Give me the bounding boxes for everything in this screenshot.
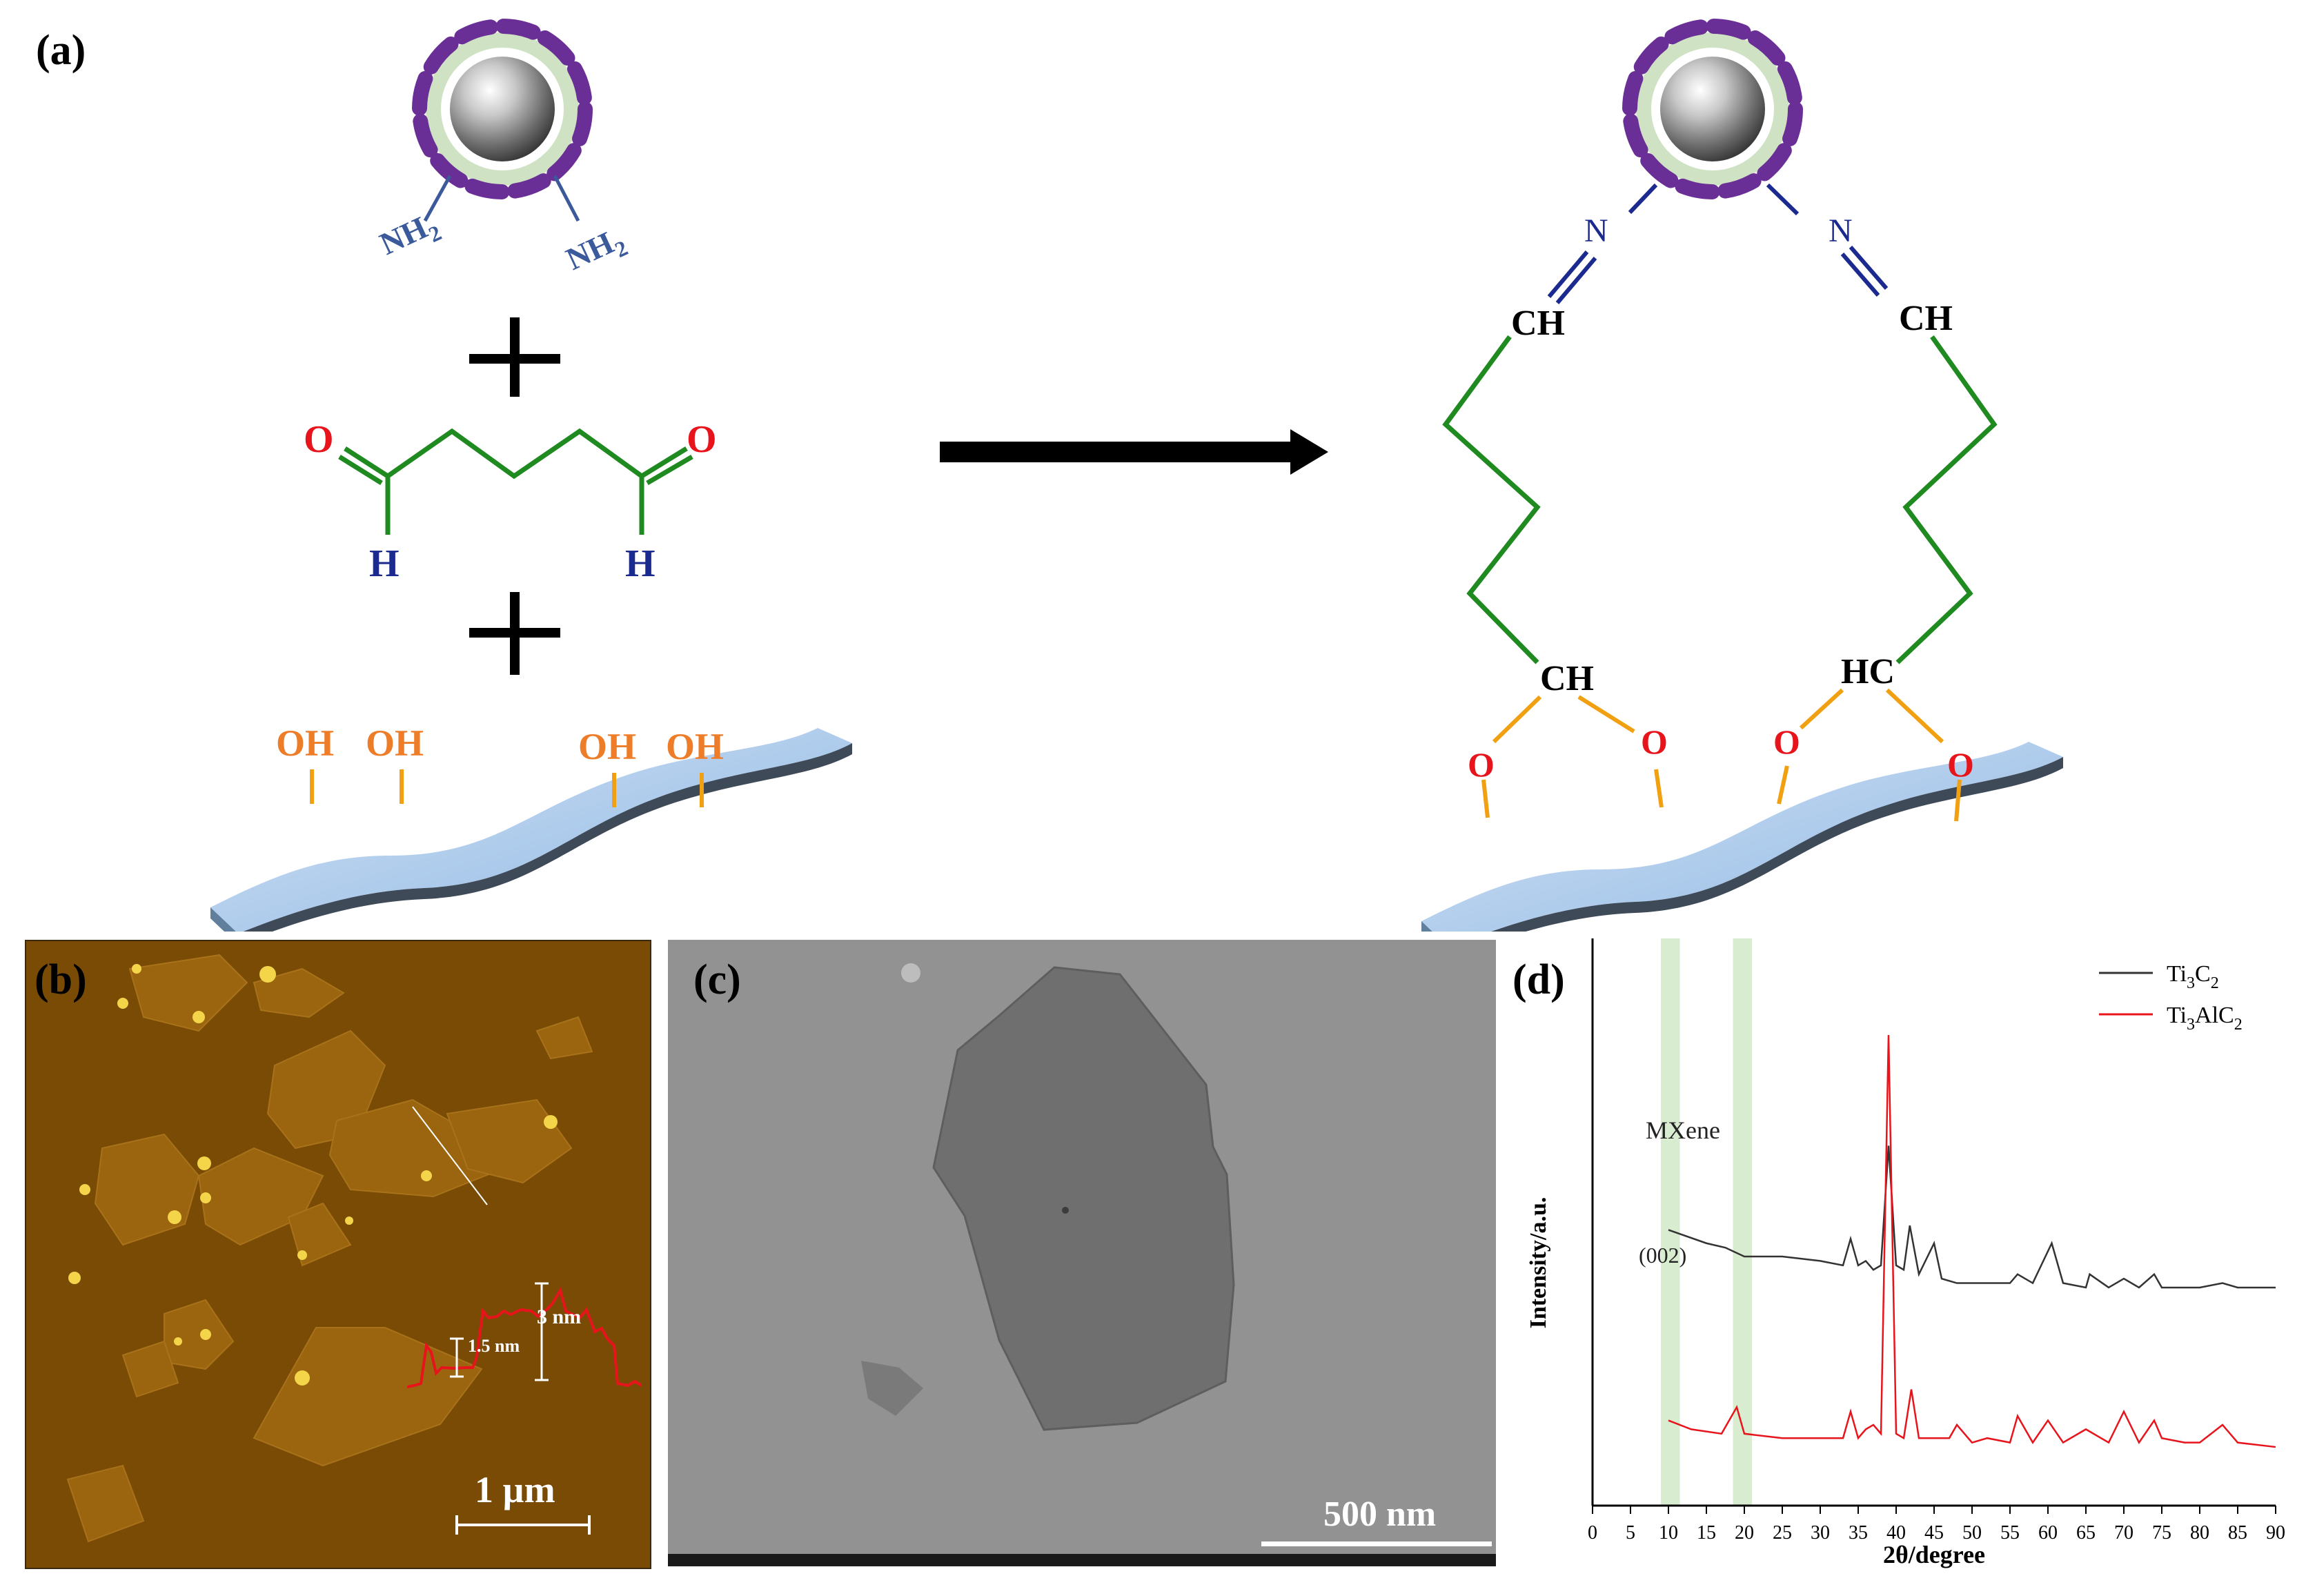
svg-text:OH: OH [276,722,334,764]
legend-label-ti3c2: Ti3C2 [2167,961,2219,992]
x-tick-label-11: 55 [2000,1522,2020,1544]
oxygen-1: O [1468,745,1495,784]
acetal-right: HC [1841,652,1895,691]
amine-right-label: NH2 [561,220,631,282]
aldehyde-h-left: H [369,542,400,585]
nanoparticle-left [420,26,585,192]
highlight-band-0 [1661,938,1680,1506]
scale-bar-c [1261,1541,1492,1546]
scale-bar-b [455,1524,591,1526]
afm-image [25,940,651,1569]
series-line-0 [1668,1145,2276,1289]
imine-n-right: N [1829,213,1853,249]
annotation-mxene: MXene [1646,1116,1720,1144]
svg-text:OH: OH [666,726,724,767]
oxygen-3: O [1773,722,1800,761]
height-label-1-5nm: 1.5 nm [468,1336,520,1356]
series-line-1 [1668,1034,2276,1448]
tem-image [668,940,1496,1566]
height-label-3nm: 3 nm [537,1306,582,1328]
highlight-band-1 [1733,938,1752,1506]
reaction-arrow-icon [940,429,1328,475]
aldehyde-o-left: O [304,418,334,461]
x-tick-label-5: 25 [1773,1522,1792,1544]
mxene-flake [932,966,1235,1431]
svg-text:OH: OH [366,722,424,764]
legend-label-ti3alc2: Ti3AlC2 [2167,1003,2243,1034]
panel-d-label: (d) [1512,956,1565,1003]
svg-text:OH: OH [578,726,636,767]
acetal-left: CH [1540,659,1594,698]
x-tick-label-2: 10 [1659,1522,1678,1544]
aldehyde-o-right: O [687,418,717,461]
x-tick-label-10: 50 [1962,1522,1982,1544]
y-axis-label: Intensity/a.u. [1526,1197,1551,1329]
panel-a-scheme: NH2 NH2 O O H H OH OH OH OH [210,0,2063,932]
glutaraldehyde [338,428,693,535]
plus-icon-2 [469,592,560,675]
x-tick-label-18: 90 [2266,1522,2285,1544]
x-tick-label-4: 20 [1735,1522,1754,1544]
nanoparticle-right [1630,26,1795,192]
x-tick-label-8: 40 [1886,1522,1906,1544]
oxygen-2: O [1641,722,1668,761]
methine-left: CH [1511,304,1565,343]
x-tick-label-9: 45 [1924,1522,1944,1544]
x-tick-label-13: 65 [2076,1522,2096,1544]
x-tick-label-7: 35 [1849,1522,1868,1544]
panel-b-label: (b) [35,956,87,1003]
aldehyde-h-right: H [625,542,656,585]
x-tick-label-16: 80 [2190,1522,2209,1544]
oxygen-4: O [1947,745,1974,784]
afm-height-profile [407,1282,642,1388]
methine-right: CH [1899,299,1953,338]
xrd-chart: 0 5 10 15 20 25 30 35 40 45 50 55 60 65 70 75 80 85 90 2θ/… [1526,938,2285,1568]
legend: Ti3C2 Ti3AlC2 [2099,961,2243,1034]
x-axis-label: 2θ/degree [1883,1541,1985,1568]
annotation-002: (002) [1639,1243,1686,1268]
panel-a-label: (a) [36,27,86,74]
scale-bar-b-label: 1 µm [475,1469,555,1510]
x-tick-label-15: 75 [2152,1522,2171,1544]
x-tick-label-12: 60 [2038,1522,2058,1544]
x-tick-label-6: 30 [1811,1522,1830,1544]
alkyl-chain-left [1442,335,1541,664]
alkyl-chain-right [1895,335,1998,664]
imine-n-left: N [1584,213,1608,249]
panel-c-label: (c) [693,956,741,1003]
scale-bar-c-label: 500 nm [1323,1495,1437,1534]
x-tick-label-1: 5 [1626,1522,1635,1544]
plus-icon-1 [469,317,560,397]
hydroxyl-groups: OH OH OH OH [276,722,724,767]
x-tick-label-3: 15 [1697,1522,1716,1544]
x-tick-label-17: 85 [2228,1522,2247,1544]
x-tick-label-0: 0 [1588,1522,1597,1544]
x-tick-label-14: 70 [2114,1522,2133,1544]
amine-left-label: NH2 [375,205,445,267]
